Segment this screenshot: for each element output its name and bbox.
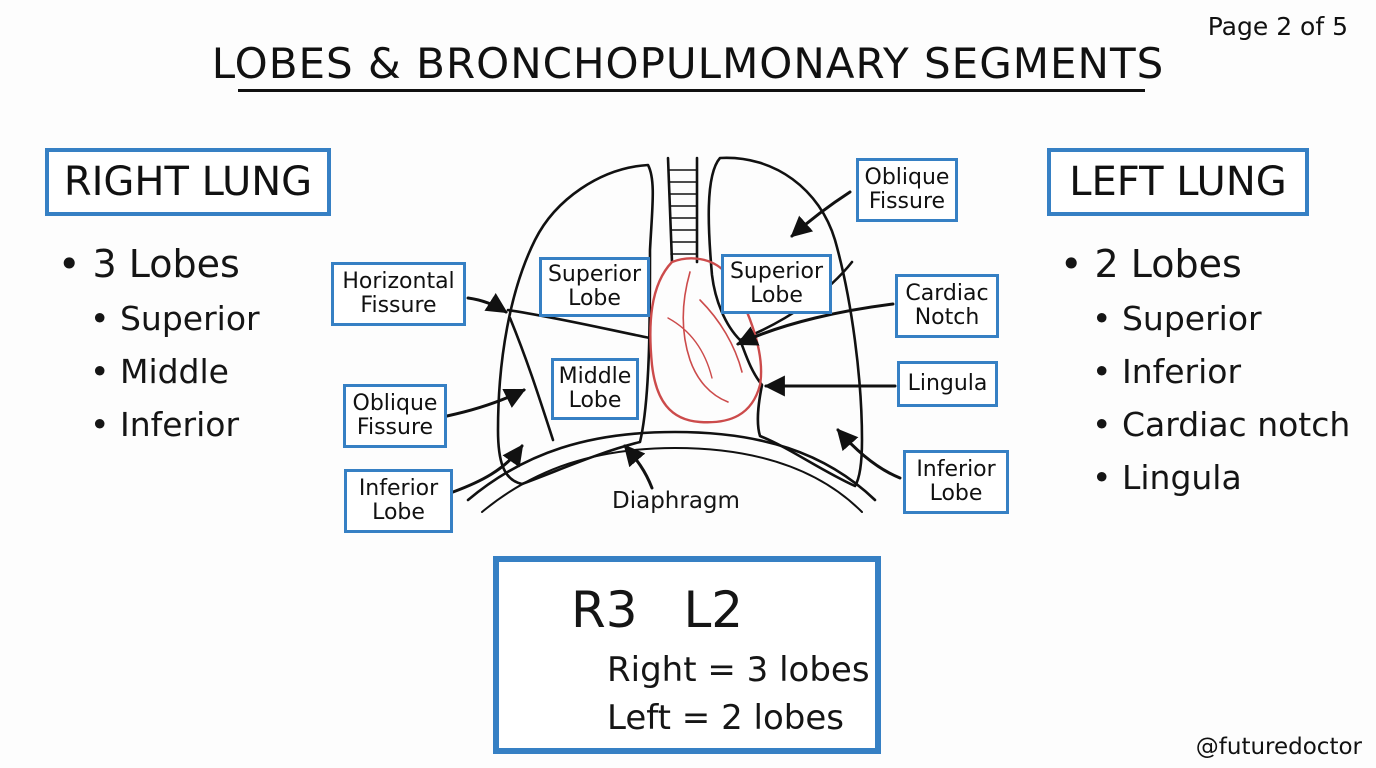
right-inferior-lobe-label: Inferior Lobe <box>344 469 453 533</box>
left-lung-outline <box>707 156 864 488</box>
right-lung-heading-text: RIGHT LUNG <box>63 159 313 205</box>
author-handle: @futuredoctor <box>1195 734 1362 760</box>
page-number: Page 2 of 5 <box>1207 12 1348 41</box>
left-lung-heading: LEFT LUNG <box>1047 148 1309 216</box>
arrow-cardiac-notch <box>736 302 895 346</box>
horizontal-fissure-label: Horizontal Fissure <box>331 262 466 326</box>
list-item: • Middle <box>90 352 229 391</box>
list-item: • Cardiac notch <box>1092 405 1351 444</box>
arrow-horizontal-fissure <box>466 292 508 314</box>
left-inferior-lobe-label: Inferior Lobe <box>903 450 1009 514</box>
arrow-diaphragm <box>623 444 654 490</box>
list-item: • Inferior <box>1092 352 1242 391</box>
mnemonic-summary-box: R3 L2 Right = 3 lobes Left = 2 lobes <box>493 556 881 754</box>
list-item: • Inferior <box>90 405 240 444</box>
list-item: • Lingula <box>1092 458 1242 497</box>
left-oblique-fissure-label: Oblique Fissure <box>856 158 958 222</box>
right-middle-lobe-label: Middle Lobe <box>551 358 639 420</box>
right-superior-lobe-label: Superior Lobe <box>539 257 650 317</box>
diaphragm-dome-inner <box>481 447 863 513</box>
arrow-left-inferior-lobe <box>836 428 902 480</box>
right-lung-outline <box>496 163 655 486</box>
arrow-left-oblique-fissure <box>790 190 852 238</box>
right-lung-list: • 3 Lobes • Superior • Middle • Inferior <box>58 236 260 451</box>
diaphragm-label: Diaphragm <box>612 488 740 514</box>
left-lung-heading-text: LEFT LUNG <box>1069 159 1287 205</box>
summary-line-right: Right = 3 lobes <box>607 650 870 690</box>
right-lung-lobe-count: • 3 Lobes <box>58 242 240 286</box>
horizontal-fissure-line <box>506 308 652 340</box>
right-oblique-fissure-line <box>508 316 555 442</box>
summary-line-left: Left = 2 lobes <box>607 698 844 738</box>
page-title: LOBES & BRONCHOPULMONARY SEGMENTS <box>211 39 1165 88</box>
list-item: • Superior <box>90 299 260 338</box>
cardiac-notch-label: Cardiac Notch <box>895 274 999 338</box>
title-underline <box>238 89 1145 92</box>
left-superior-lobe-label: Superior Lobe <box>721 254 832 314</box>
right-oblique-fissure-label: Oblique Fissure <box>343 384 447 448</box>
trachea <box>666 156 699 264</box>
arrow-right-inferior-lobe <box>451 444 524 494</box>
lingula-label: Lingula <box>897 361 998 407</box>
right-lung-heading: RIGHT LUNG <box>45 148 331 216</box>
left-lung-list: • 2 Lobes • Superior • Inferior • Cardia… <box>1060 236 1350 504</box>
left-lung-lobe-count: • 2 Lobes <box>1060 242 1242 286</box>
mnemonic-text: R3 L2 <box>571 581 744 639</box>
arrow-right-oblique-fissure <box>445 388 526 418</box>
list-item: • Superior <box>1092 299 1262 338</box>
